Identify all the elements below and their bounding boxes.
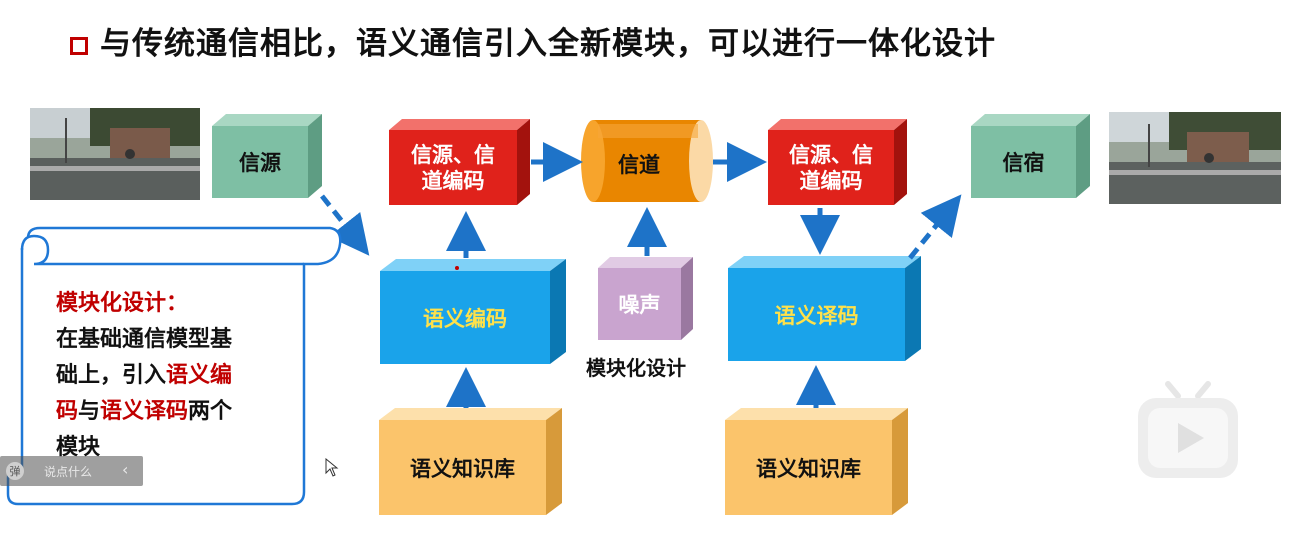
semantic-decoder-label: 语义译码 [774,303,859,328]
scroll-line-3: 码与语义译码两个 [56,399,233,424]
source-channel-encoder-node: 信源、信 道编码 [389,130,517,205]
danmaku-placeholder: 说点什么 [44,465,93,479]
page-title: 与传统通信相比，语义通信引入全新模块，可以进行一体化设计 [70,18,996,63]
svg-text:弹: 弹 [10,464,21,478]
knowledge-base-left-node: 语义知识库 [379,420,546,515]
title-text: 与传统通信相比，语义通信引入全新模块，可以进行一体化设计 [100,26,996,62]
output-image [1109,112,1281,204]
sink-node: 信宿 [971,126,1076,198]
danmaku-input-bar[interactable]: 弹 说点什么 ‹ [0,456,143,486]
noise-node: 噪声 [598,268,681,340]
mouse-cursor-icon [325,458,339,477]
semantic-encoder-label: 语义编码 [423,306,507,331]
knowledge-base-left-label: 语义知识库 [410,456,515,481]
source-channel-encoder-label: 信源、信 道编码 [411,142,495,193]
knowledge-base-right-label: 语义知识库 [756,456,861,481]
title-bullet-icon [70,37,88,55]
scroll-line-1: 在基础通信模型基 [56,327,233,352]
source-label: 信源 [239,151,281,175]
scroll-line-2: 础上，引入语义编 [56,363,233,388]
source-channel-decoder-node: 信源、信 道编码 [768,130,894,205]
semantic-decoder-node: 语义译码 [728,268,905,361]
danmaku-toggle-icon[interactable]: 弹 [5,461,25,481]
noise-label: 噪声 [618,293,661,317]
source-channel-decoder-label: 信源、信 道编码 [789,142,873,193]
collapse-chevron-icon[interactable]: ‹ [122,460,129,479]
source-node: 信源 [212,126,308,198]
scroll-line-4: 模块 [56,435,101,460]
noise-caption: 模块化设计 [586,356,686,380]
knowledge-base-right-node: 语义知识库 [725,420,892,515]
input-image [30,108,200,200]
scroll-heading: 模块化设计： [56,291,189,316]
sink-label: 信宿 [1002,151,1045,175]
channel-label: 信道 [618,153,660,177]
scroll-note: 模块化设计： 在基础通信模型基 础上，引入语义编 码与语义译码两个 模块 [56,286,296,466]
semantic-encoder-node: 语义编码 [380,271,550,364]
bilibili-tv-icon [1138,381,1238,478]
